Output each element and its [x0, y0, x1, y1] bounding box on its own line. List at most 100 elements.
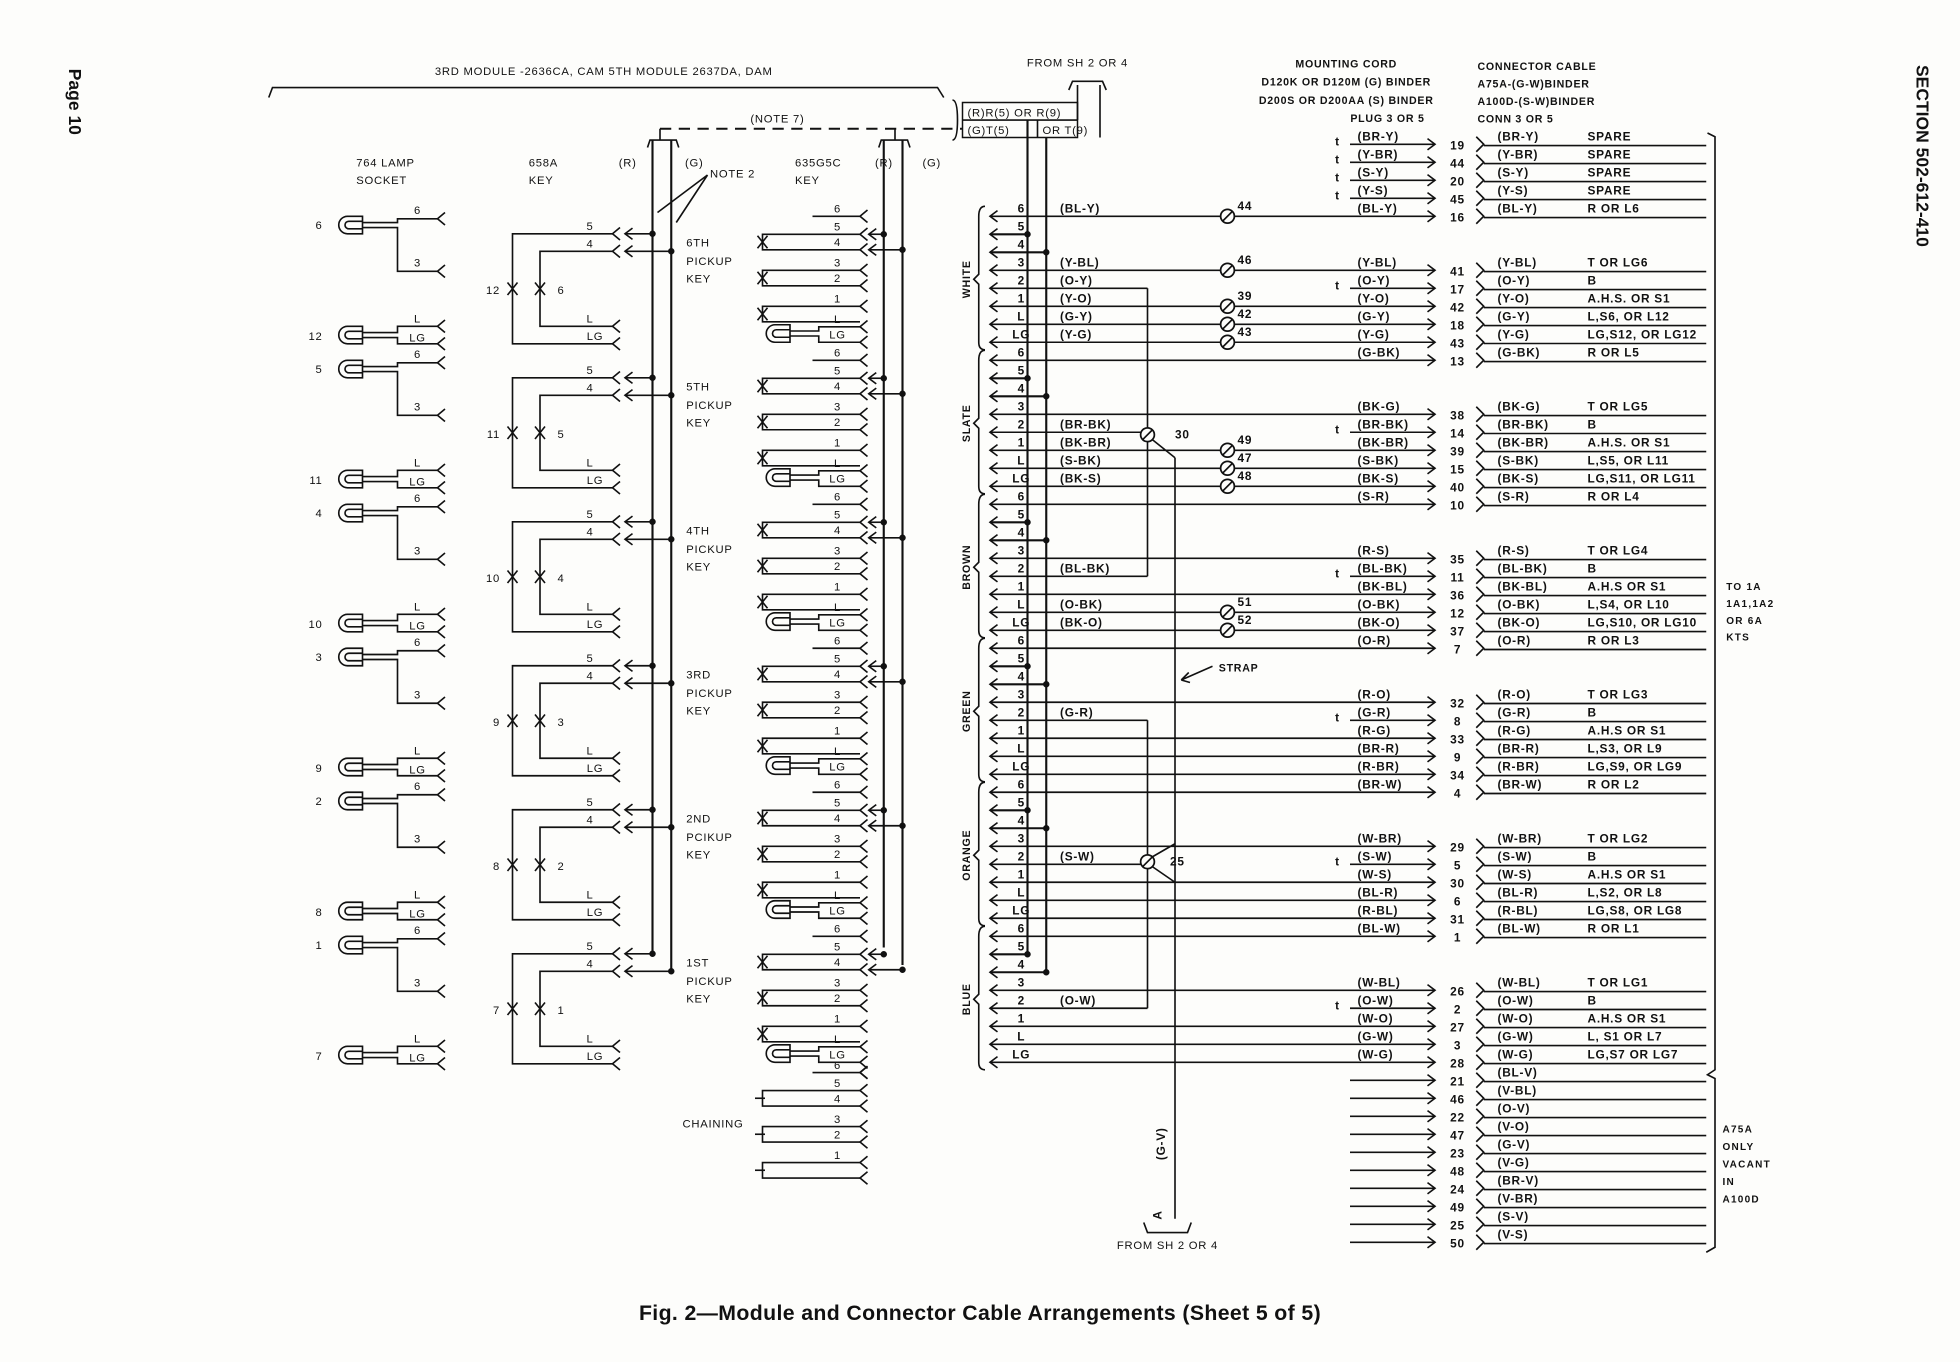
junction-dot	[880, 663, 888, 670]
cross-number: 12	[486, 285, 500, 297]
terminal-fork-icon	[858, 785, 869, 800]
connector-chevron-icon	[1475, 1144, 1485, 1161]
wire-designation: B	[1588, 850, 1597, 864]
key-635-contact-loop	[761, 737, 860, 755]
cord-terminal-label: 6	[1018, 490, 1025, 504]
note-7-label: (NOTE 7)	[750, 114, 804, 126]
pin-number: 27	[1450, 1020, 1465, 1034]
cable-wire-color: (O-Y)	[1498, 274, 1531, 288]
pickup-key-label: PICKUP	[686, 976, 732, 988]
plug-wire-color: (R-O)	[1358, 688, 1391, 702]
lamp-icon	[337, 503, 364, 523]
terminal-label: LG	[587, 475, 604, 487]
arrow-left-icon	[623, 803, 633, 817]
cross-connection-icon	[506, 569, 519, 584]
lamp-number: 6	[315, 220, 322, 232]
terminal-fork-icon	[611, 607, 621, 622]
arrow-right-icon	[1427, 1037, 1437, 1051]
pin-number: 13	[1450, 354, 1465, 368]
splice-slash	[1221, 606, 1234, 618]
lamp-number: 10	[308, 619, 322, 631]
terminal-fork-icon	[436, 552, 446, 567]
arrow-left-icon	[623, 515, 633, 529]
junction-dot	[1043, 825, 1050, 832]
terminal-fork-icon	[436, 319, 446, 334]
connector-chevron-icon	[1475, 406, 1485, 423]
wire-designation: LG,S10, OR LG10	[1588, 616, 1697, 630]
cord-wire-color: (BK-O)	[1060, 616, 1103, 630]
arrow-right-icon	[1427, 335, 1437, 349]
cross-connection-icon	[756, 811, 769, 825]
pickup-key-label: KEY	[686, 994, 711, 1006]
note-2-arrows	[657, 174, 709, 223]
lamp-leads	[362, 757, 438, 777]
plug-wire-color: (O-BK)	[1358, 598, 1401, 612]
connector-chevron-icon	[1475, 478, 1485, 495]
vacant-note: VACANT	[1723, 1160, 1771, 1171]
terminal-label: 6	[414, 349, 421, 361]
lamp-filament	[771, 328, 790, 339]
cross-connection-icon	[756, 559, 769, 573]
pin-number: 34	[1450, 768, 1465, 782]
connector-cable-header: CONN 3 OR 5	[1478, 114, 1554, 126]
key-635-contact-loop	[761, 953, 860, 971]
terminal-fork-icon	[858, 623, 869, 638]
wire-designation: R OR L1	[1588, 922, 1640, 936]
terminal-fork-icon	[858, 929, 869, 944]
terminal-label: L	[586, 1034, 593, 1046]
lamp-number: 3	[315, 652, 322, 664]
cross-connection-icon	[506, 713, 519, 728]
splice-slash	[1221, 300, 1234, 312]
cord-terminal-label: 2	[1018, 994, 1025, 1008]
lamp-leads	[362, 1045, 438, 1065]
splice-slash	[1221, 318, 1234, 330]
vacant-note: A75A	[1723, 1125, 1754, 1136]
terminal-label: L	[586, 602, 593, 614]
lamp-filament	[771, 1048, 790, 1059]
cable-wire-color: (G-W)	[1498, 1030, 1534, 1044]
lamp-filament	[771, 616, 790, 627]
terminal-fork-icon	[611, 1039, 621, 1054]
arrow-right-icon	[1427, 137, 1437, 151]
r-lead-label: (R)R(5) OR R(9)	[968, 107, 1062, 119]
mounting-cord-header: MOUNTING CORD	[1295, 59, 1397, 71]
splice-number: 47	[1238, 451, 1253, 465]
plug-wire-color: (BL-Y)	[1358, 202, 1398, 216]
key-635-contact-loop	[761, 809, 860, 827]
lamp-filament	[344, 1050, 363, 1060]
terminal-label: 2	[834, 273, 841, 285]
junction-dot	[1024, 375, 1031, 382]
wire-designation: A.H.S OR S1	[1588, 1012, 1667, 1026]
splice-number: 25	[1170, 855, 1185, 869]
pin-number: 21	[1450, 1074, 1465, 1088]
cross-number: 8	[493, 861, 500, 873]
terminal-fork-icon	[611, 370, 621, 385]
wire-designation: B	[1588, 706, 1597, 720]
arrow-right-icon	[1427, 785, 1437, 799]
cable-wire-color: (V-BR)	[1498, 1192, 1539, 1206]
group-brace	[972, 637, 986, 783]
cable-wire-color: (BL-Y)	[1498, 202, 1538, 216]
pin-number: 47	[1450, 1128, 1465, 1142]
terminal-label: 3	[834, 402, 841, 414]
wire-designation: R OR L6	[1588, 202, 1640, 216]
terminal-fork-icon	[858, 1119, 869, 1134]
splice-slash	[1221, 444, 1234, 456]
arrow-right-icon	[1427, 695, 1437, 709]
connector-chevron-icon	[1475, 1198, 1485, 1215]
terminal-fork-icon	[436, 643, 446, 658]
wire-designation: B	[1588, 418, 1597, 432]
terminal-label: 6	[834, 636, 841, 648]
junction-dot	[880, 951, 888, 958]
terminal-fork-icon	[858, 911, 869, 926]
terminal-fork-icon	[858, 674, 869, 689]
terminal-fork-icon	[858, 386, 869, 401]
arrow-right-icon	[1427, 1001, 1437, 1015]
terminal-fork-icon	[436, 787, 446, 802]
lamp-number: 9	[315, 763, 322, 775]
connector-cable-header: A100D-(S-W)BINDER	[1478, 96, 1596, 108]
arrow-left-icon	[867, 387, 877, 401]
cord-terminal-label: 3	[1018, 688, 1025, 702]
tracer-mark: t	[1335, 189, 1340, 203]
lamp-filament	[344, 762, 363, 772]
